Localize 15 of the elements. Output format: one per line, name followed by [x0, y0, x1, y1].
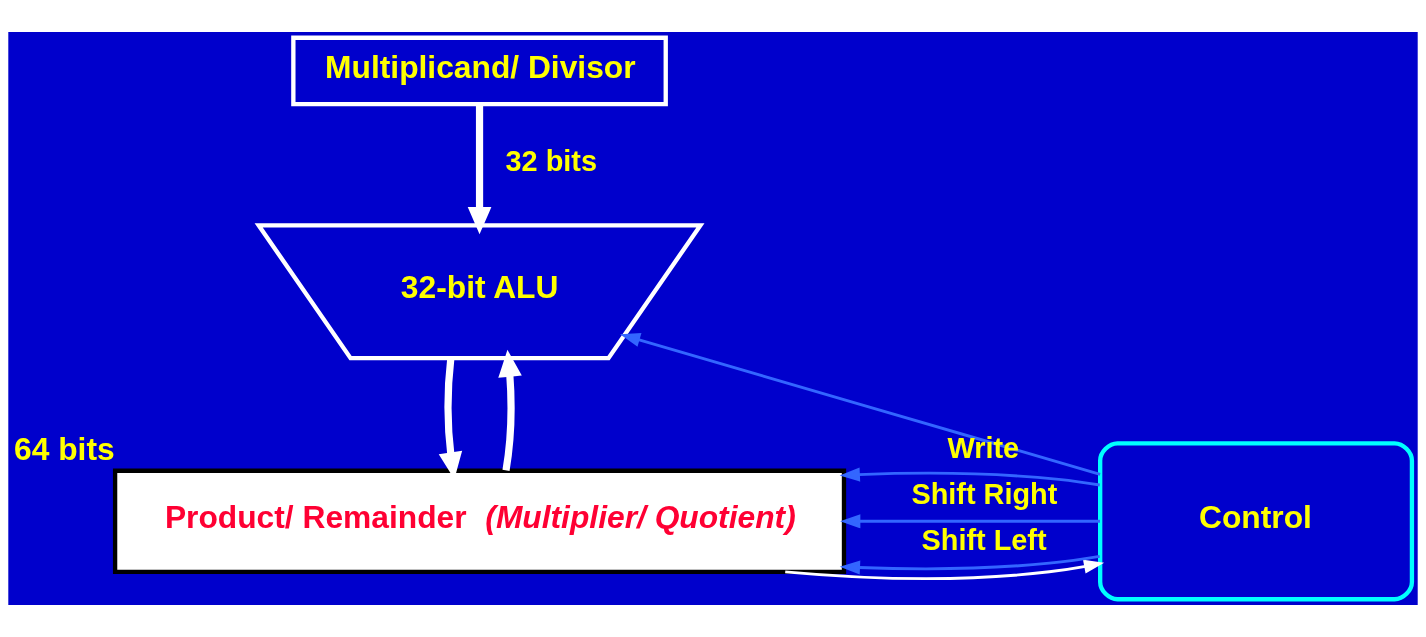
arrow: [467, 104, 492, 235]
arrow: [839, 554, 1100, 575]
node-box: Control: [1098, 441, 1415, 602]
node-label: 64 bits: [14, 431, 115, 468]
arrow: [620, 333, 1101, 476]
node-box: Product/ Remainder (Multiplier/ Quotient): [112, 468, 847, 574]
node-box: Multiplicand/ Divisor: [291, 35, 668, 107]
edge-label: 32 bits: [505, 144, 597, 177]
edge-label: Write: [947, 431, 1020, 464]
edge-label: Shift Left: [921, 524, 1047, 557]
arrow: [839, 467, 1100, 487]
arrow: [498, 349, 522, 471]
arrow: [785, 559, 1105, 581]
arrow: [840, 514, 1100, 529]
edge-label: Shift Right: [911, 477, 1058, 510]
